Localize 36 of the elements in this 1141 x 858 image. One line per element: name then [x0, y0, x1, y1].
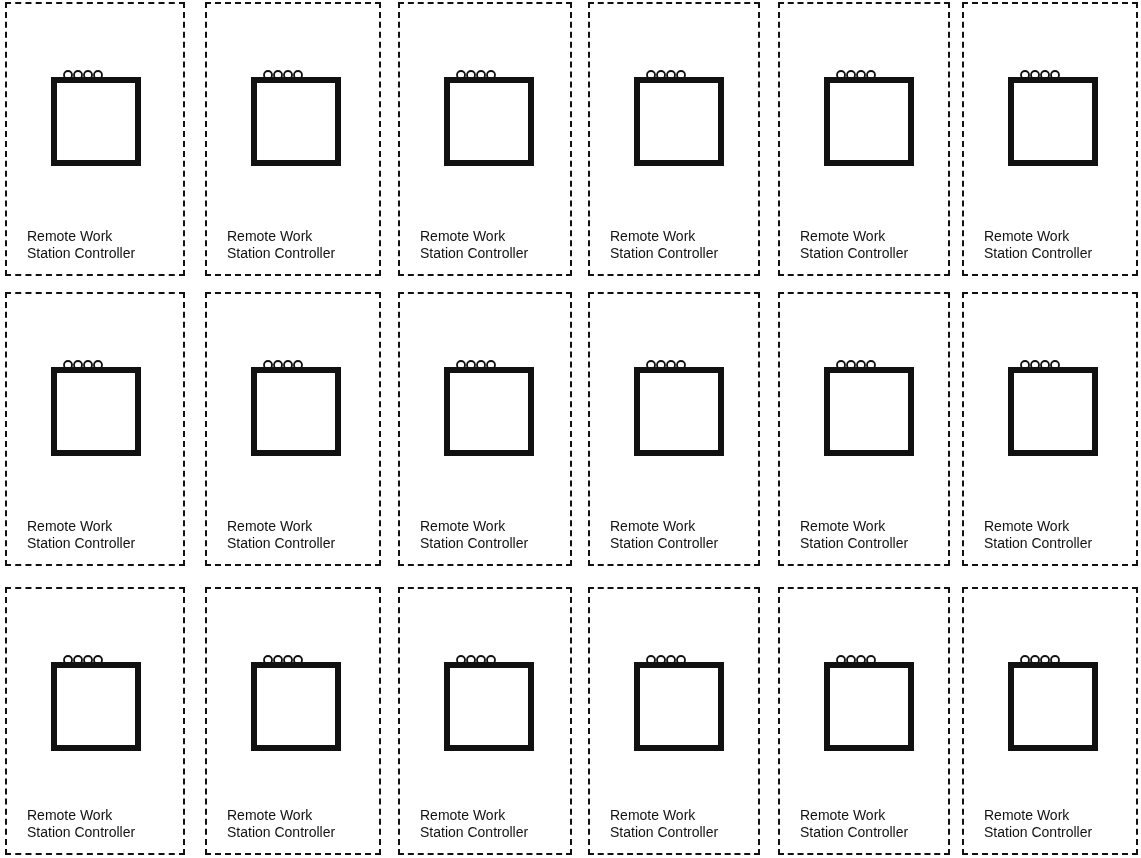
node-label: Remote Work Station Controller	[420, 807, 530, 841]
node-label: Remote Work Station Controller	[227, 807, 337, 841]
dashed-box	[398, 2, 572, 276]
node-label: Remote Work Station Controller	[227, 518, 337, 552]
dashed-box	[588, 2, 760, 276]
node-label: Remote Work Station Controller	[27, 518, 137, 552]
dashed-box	[588, 587, 760, 855]
dashed-box	[778, 292, 950, 566]
dashed-box	[778, 2, 950, 276]
dashed-box	[962, 2, 1138, 276]
node-label: Remote Work Station Controller	[984, 518, 1094, 552]
node-label: Remote Work Station Controller	[420, 518, 530, 552]
node-label: Remote Work Station Controller	[227, 228, 337, 262]
node-label: Remote Work Station Controller	[610, 807, 720, 841]
node-label: Remote Work Station Controller	[610, 228, 720, 262]
node-label: Remote Work Station Controller	[800, 807, 910, 841]
dashed-box	[5, 292, 185, 566]
dashed-box	[205, 292, 381, 566]
node-label: Remote Work Station Controller	[420, 228, 530, 262]
dashed-box	[205, 2, 381, 276]
node-label: Remote Work Station Controller	[610, 518, 720, 552]
node-label: Remote Work Station Controller	[800, 228, 910, 262]
node-label: Remote Work Station Controller	[27, 228, 137, 262]
dashed-box	[778, 587, 950, 855]
node-label: Remote Work Station Controller	[984, 228, 1094, 262]
dashed-box	[5, 587, 185, 855]
node-label: Remote Work Station Controller	[984, 807, 1094, 841]
dashed-box	[398, 292, 572, 566]
dashed-box	[205, 587, 381, 855]
dashed-box	[588, 292, 760, 566]
node-label: Remote Work Station Controller	[27, 807, 137, 841]
dashed-box	[962, 587, 1138, 855]
node-label: Remote Work Station Controller	[800, 518, 910, 552]
dashed-box	[962, 292, 1138, 566]
dashed-box	[398, 587, 572, 855]
dashed-box	[5, 2, 185, 276]
